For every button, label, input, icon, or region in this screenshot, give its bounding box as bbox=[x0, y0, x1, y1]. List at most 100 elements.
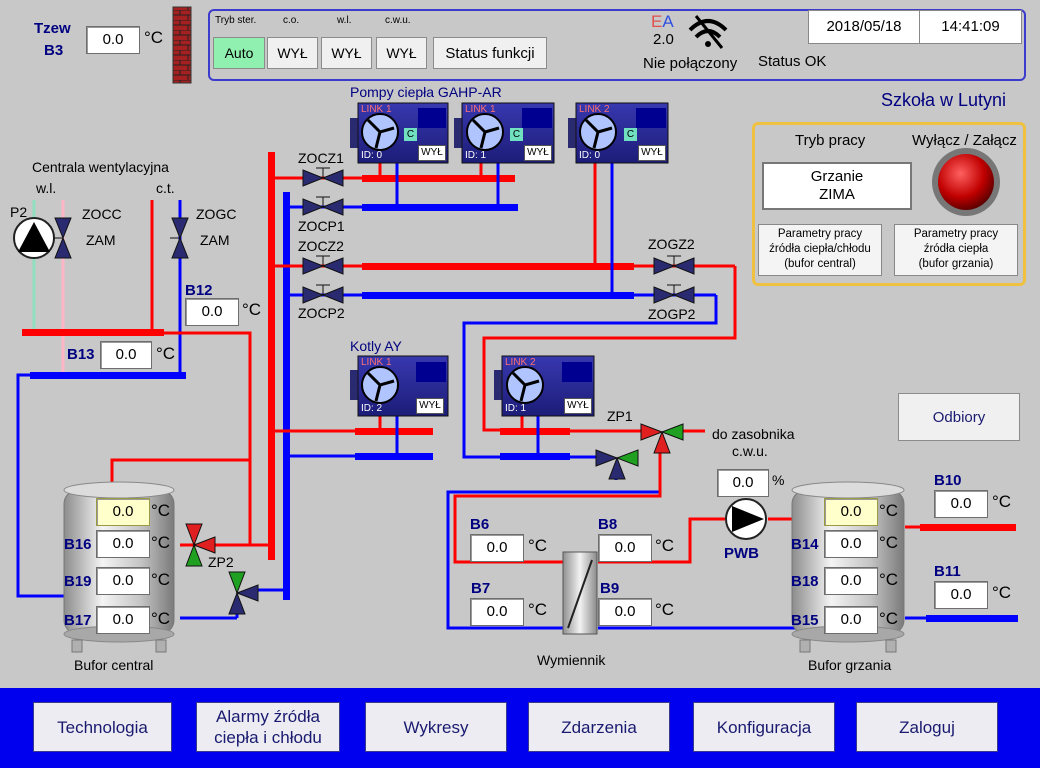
boiler2-state[interactable]: WYŁ bbox=[564, 398, 592, 414]
hp2-link: LINK 1 bbox=[465, 104, 496, 115]
hp2-state[interactable]: WYŁ bbox=[524, 145, 552, 161]
sensor-b19-label: B19 bbox=[64, 573, 92, 590]
mode-value-button[interactable]: Grzanie ZIMA bbox=[762, 162, 912, 210]
hp3-link: LINK 2 bbox=[579, 104, 610, 115]
co-label: c.o. bbox=[283, 15, 300, 26]
params-central-line2: źródła ciepła/chłodu bbox=[769, 243, 871, 255]
boiler1-id: ID: 2 bbox=[361, 403, 383, 414]
collector-central-return bbox=[30, 372, 186, 379]
sensor-b9-label: B9 bbox=[600, 580, 620, 597]
tryb-pracy-label: Tryb pracy bbox=[795, 132, 866, 149]
dhw-label-line1: do zasobnika bbox=[712, 426, 795, 442]
valve-zp2b-symbol bbox=[228, 571, 259, 615]
valve-zogp2-label: ZOGP2 bbox=[648, 306, 696, 322]
valve-zogc-label: ZOGC bbox=[196, 206, 237, 222]
pump-p2-label: P2 bbox=[10, 204, 28, 220]
valve-zocc-label: ZOCC bbox=[82, 206, 122, 222]
pwb-unit: % bbox=[772, 472, 785, 488]
wifi-off-icon bbox=[688, 15, 728, 49]
cwu-toggle-button[interactable]: WYŁ bbox=[376, 37, 427, 69]
sensor-b12-value: 0.0 bbox=[185, 298, 239, 326]
nav-zaloguj-button[interactable]: Zaloguj bbox=[856, 702, 998, 752]
params-heating-line2: źródła ciepła bbox=[923, 243, 989, 255]
sensor-b18-unit: °C bbox=[879, 570, 899, 589]
nav-konfiguracja-button[interactable]: Konfiguracja bbox=[693, 702, 835, 752]
sensor-b9-unit: °C bbox=[655, 600, 675, 619]
sensor-b14-unit: °C bbox=[879, 533, 899, 552]
collector-boiler2-supply bbox=[500, 428, 570, 435]
nav-zdarzenia-button[interactable]: Zdarzenia bbox=[528, 702, 670, 752]
mode-panel bbox=[752, 122, 1026, 286]
sensor-b14-label: B14 bbox=[791, 536, 819, 553]
sensor-heating-top-value: 0.0 bbox=[824, 498, 878, 526]
sensor-b13-unit: °C bbox=[156, 344, 176, 363]
sensor-b7-unit: °C bbox=[528, 600, 548, 619]
ventilation-title: Centrala wentylacyjna bbox=[32, 159, 169, 175]
collector-main-return bbox=[283, 192, 290, 600]
valve-zocp1-label: ZOCP1 bbox=[298, 218, 345, 234]
outside-wall bbox=[172, 6, 192, 84]
sensor-central-top-value: 0.0 bbox=[96, 498, 150, 526]
logo-a: A bbox=[662, 12, 674, 31]
cwu-label: c.w.u. bbox=[385, 15, 411, 26]
collector-boiler1-return bbox=[355, 453, 433, 460]
connection-status: Nie połączony bbox=[643, 55, 738, 72]
hp1-state[interactable]: WYŁ bbox=[418, 145, 446, 161]
collector-hp-return-2 bbox=[362, 292, 634, 299]
pump-pwb-label: PWB bbox=[724, 545, 759, 562]
sensor-b8-value: 0.0 bbox=[598, 534, 652, 562]
valve-zocz1-label: ZOCZ1 bbox=[298, 150, 344, 166]
wl-label: w.l. bbox=[337, 15, 352, 26]
nav-alarmy-line1: Alarmy źródła bbox=[216, 707, 320, 726]
heat-pumps-title: Pompy ciepła GAHP-AR bbox=[350, 84, 502, 100]
pwb-value: 0.0 bbox=[717, 469, 769, 497]
co-toggle-button[interactable]: WYŁ bbox=[267, 37, 318, 69]
datetime-box: 2018/05/18 14:41:09 bbox=[808, 10, 1022, 44]
pump-pwb-symbol bbox=[725, 498, 767, 540]
sensor-b6-unit: °C bbox=[528, 536, 548, 555]
tryb-ster-label: Tryb ster. bbox=[215, 15, 257, 26]
buffer-central-tank bbox=[63, 481, 175, 653]
sensor-b7-value: 0.0 bbox=[470, 598, 524, 626]
nav-alarmy-button[interactable]: Alarmy źródła ciepła i chłodu bbox=[196, 702, 340, 752]
auto-button[interactable]: Auto bbox=[213, 37, 265, 69]
sensor-b17-value: 0.0 bbox=[96, 606, 150, 634]
onoff-label: Wyłącz / Załącz bbox=[912, 132, 1017, 149]
mode-value-line2: ZIMA bbox=[819, 186, 855, 203]
valve-zocc-state: ZAM bbox=[86, 232, 116, 248]
logo: EA bbox=[651, 12, 674, 32]
sensor-heating-top-unit: °C bbox=[879, 501, 899, 520]
sensor-b13-value: 0.0 bbox=[100, 341, 152, 369]
date-display: 2018/05/18 bbox=[809, 11, 920, 43]
status-funkcji-button[interactable]: Status funkcji bbox=[433, 37, 547, 69]
sensor-b6-value: 0.0 bbox=[470, 534, 524, 562]
valve-zp1b-symbol bbox=[595, 449, 639, 480]
boilers-title: Kotly AY bbox=[350, 338, 402, 354]
wl-toggle-button[interactable]: WYŁ bbox=[321, 37, 372, 69]
params-heating-button[interactable]: Parametry pracy źródła ciepła (bufor grz… bbox=[894, 224, 1018, 276]
sensor-b19-unit: °C bbox=[151, 570, 171, 589]
power-toggle-icon bbox=[932, 148, 1000, 216]
hp3-state[interactable]: WYŁ bbox=[638, 145, 666, 161]
params-central-line1: Parametry pracy bbox=[777, 228, 863, 240]
sensor-b12-label: B12 bbox=[185, 282, 213, 299]
params-central-button[interactable]: Parametry pracy źródła ciepła/chłodu (bu… bbox=[758, 224, 882, 276]
boiler2-id: ID: 1 bbox=[505, 403, 527, 414]
sensor-b16-value: 0.0 bbox=[96, 530, 150, 558]
boiler1-state[interactable]: WYŁ bbox=[416, 398, 444, 414]
sensor-b15-label: B15 bbox=[791, 612, 819, 629]
params-heating-line3: (bufor grzania) bbox=[918, 258, 994, 270]
boiler1-link: LINK 1 bbox=[361, 357, 392, 368]
sensor-b16-label: B16 bbox=[64, 536, 92, 553]
nav-technologia-button[interactable]: Technologia bbox=[33, 702, 172, 752]
odbiory-button[interactable]: Odbiory bbox=[898, 393, 1020, 441]
pipe-central-top bbox=[110, 458, 250, 486]
buffer-heating-label: Bufor grzania bbox=[808, 657, 892, 673]
buffer-central-label: Bufor central bbox=[74, 657, 154, 673]
hp2-badge: C bbox=[510, 128, 523, 141]
sensor-b11-value: 0.0 bbox=[934, 581, 988, 609]
version-label: 2.0 bbox=[653, 31, 674, 48]
power-toggle-button[interactable] bbox=[930, 148, 1002, 220]
nav-wykresy-button[interactable]: Wykresy bbox=[365, 702, 507, 752]
